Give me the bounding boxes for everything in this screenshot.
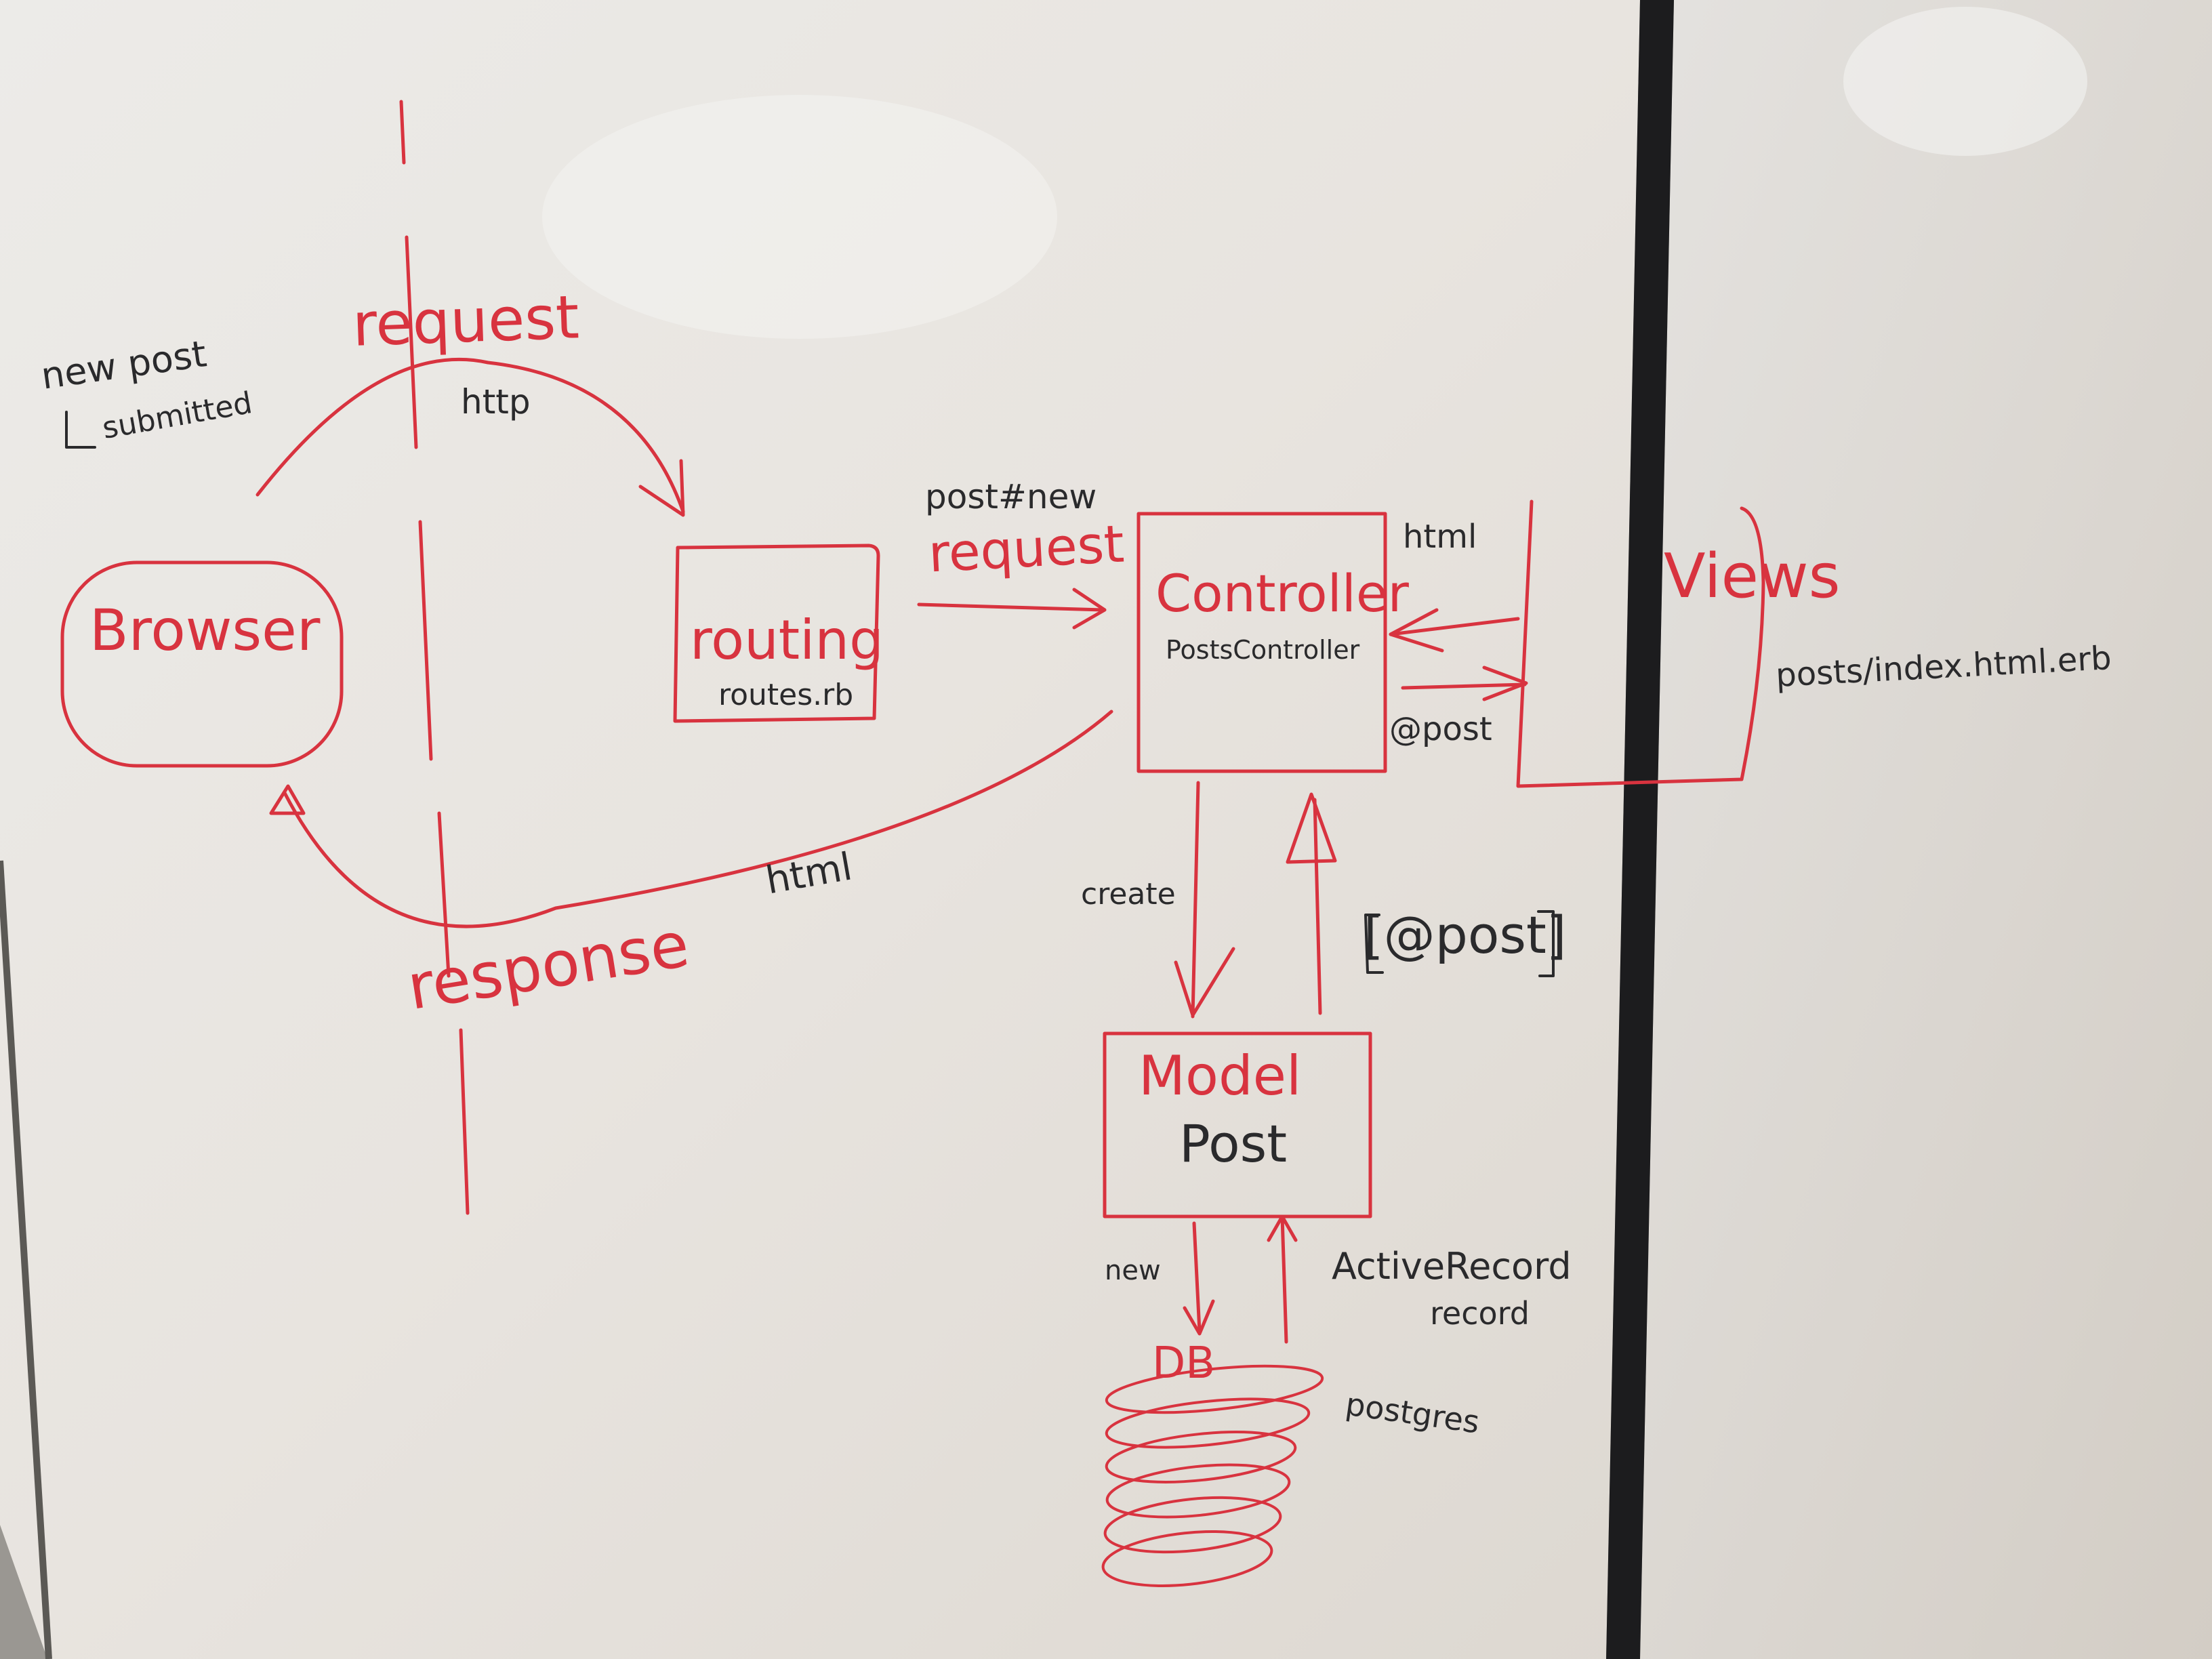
model-box: [1103, 1031, 1372, 1218]
request-mid-label: request: [926, 513, 1126, 584]
submitted-mark: [65, 411, 96, 449]
left-bracket: [1364, 914, 1384, 974]
create-label: create: [1081, 877, 1176, 912]
request-top-label: request: [351, 282, 581, 360]
at-post-array-label: [@post]: [1364, 905, 1567, 965]
model-label: Model: [1139, 1044, 1302, 1107]
routing-to-controller-arrow: [917, 588, 1107, 630]
routes-rb-label: routes.rb: [718, 678, 854, 712]
browser-box: [60, 560, 344, 768]
response-arrow: [269, 710, 1113, 928]
record-arrow: [1267, 1214, 1298, 1344]
posts-controller-label: PostsController: [1166, 635, 1360, 665]
controller-to-views-arrow: [1401, 665, 1528, 701]
create-arrow: [1174, 781, 1235, 1019]
whiteboard-frame-divider: [1606, 0, 1674, 1659]
views-box: [1516, 499, 1765, 788]
controller-label: Controller: [1155, 563, 1409, 623]
http-label: http: [461, 382, 531, 422]
whiteboard-left-panel: [0, 0, 1640, 1659]
new-label: new: [1105, 1255, 1161, 1286]
database-cylinder: [1101, 1364, 1324, 1587]
views-to-controller-arrow: [1389, 608, 1520, 653]
controller-box: [1136, 512, 1387, 773]
light-reflection: [542, 95, 1057, 339]
request-arrow: [255, 357, 685, 517]
whiteboard-left-edge: [0, 860, 52, 1659]
views-label: Views: [1664, 541, 1841, 612]
active-record-label: ActiveRecord: [1332, 1245, 1572, 1288]
routing-box: [673, 544, 880, 723]
dashed-divider: [399, 100, 470, 1215]
routing-label: routing: [690, 609, 884, 672]
db-label: DB: [1152, 1338, 1216, 1389]
browser-label: Browser: [89, 597, 321, 663]
light-reflection-right: [1843, 7, 2087, 156]
post-label: Post: [1179, 1113, 1288, 1174]
record-label: record: [1430, 1295, 1530, 1332]
right-bracket: [1537, 910, 1555, 977]
model-to-controller-arrow: [1286, 792, 1337, 1015]
whiteboard-right-panel: [1640, 0, 2212, 1659]
html-views-label: html: [1403, 518, 1477, 556]
post-new-label: post#new: [925, 477, 1097, 516]
at-post-label: @post: [1389, 710, 1492, 748]
new-arrow: [1183, 1221, 1215, 1336]
